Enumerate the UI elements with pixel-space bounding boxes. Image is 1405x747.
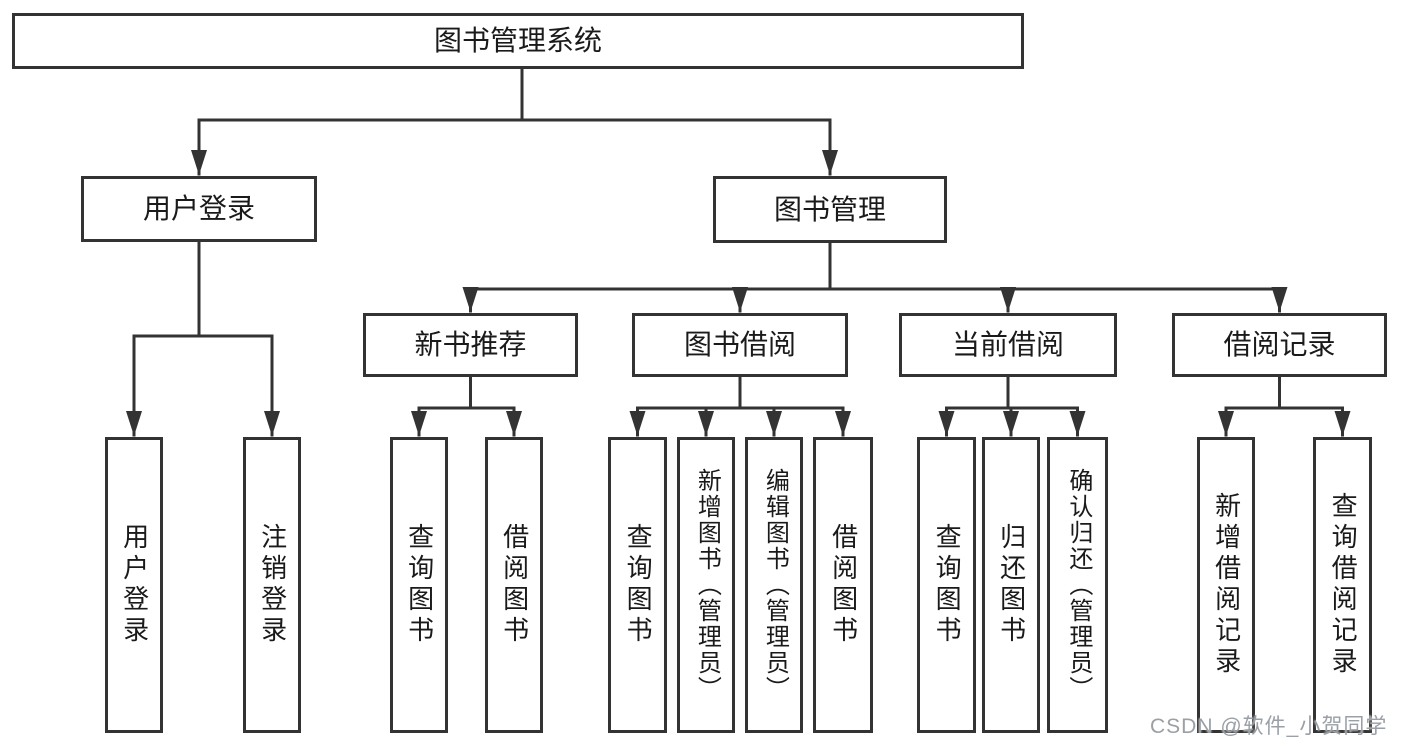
node-return-book: 归还图书 <box>982 437 1040 733</box>
arrowhead-icon <box>822 150 838 175</box>
node-current-borrow: 当前借阅 <box>899 313 1117 377</box>
node-label-query-borrow-record: 查询借阅记录 <box>1328 492 1359 678</box>
node-user-login-action: 用户登录 <box>105 437 163 733</box>
node-label-add-borrow-record: 新增借阅记录 <box>1211 492 1242 678</box>
arrowhead-icon <box>835 411 851 436</box>
node-borrow-book-action: 借阅图书 <box>813 437 873 733</box>
node-confirm-return-admin: 确认归还（管理员） <box>1047 437 1108 733</box>
node-new-book-recommend: 新书推荐 <box>363 313 578 377</box>
arrowhead-icon <box>732 287 748 312</box>
node-borrow-book-recommend: 借阅图书 <box>485 437 543 733</box>
node-system: 图书管理系统 <box>12 13 1024 69</box>
node-label-add-book-admin: 新增图书（管理员） <box>693 468 721 702</box>
node-label-book-management: 图书管理 <box>773 193 886 225</box>
node-label-query-book-recommend: 查询图书 <box>404 523 435 647</box>
node-label-borrow-book-recommend: 借阅图书 <box>499 523 530 647</box>
node-edit-book-admin: 编辑图书（管理员） <box>745 437 803 733</box>
arrowhead-icon <box>698 411 714 436</box>
arrowhead-icon <box>1003 411 1019 436</box>
node-query-book-borrow: 查询图书 <box>608 437 667 733</box>
arrowhead-icon <box>264 411 280 436</box>
connector-book-management <box>462 240 1288 313</box>
node-query-borrow-record: 查询借阅记录 <box>1313 437 1372 733</box>
arrowhead-icon <box>191 150 207 175</box>
node-logout-action: 注销登录 <box>243 437 301 733</box>
connector-book-borrow <box>629 374 851 437</box>
node-book-management: 图书管理 <box>713 176 947 243</box>
arrowhead-icon <box>411 411 427 436</box>
connector-user-login <box>126 239 280 437</box>
node-label-book-borrow: 图书借阅 <box>683 329 796 361</box>
node-label-return-book: 归还图书 <box>996 523 1027 647</box>
node-label-new-book-recommend: 新书推荐 <box>414 329 527 361</box>
arrowhead-icon <box>766 411 782 436</box>
connector-system <box>191 66 838 176</box>
arrowhead-icon <box>1334 411 1351 436</box>
connector-new-book-recommend <box>411 374 522 437</box>
node-label-borrow-records: 借阅记录 <box>1223 329 1336 361</box>
arrowhead-icon <box>506 411 522 436</box>
node-label-logout-action: 注销登录 <box>257 523 288 647</box>
arrowhead-icon <box>938 411 955 436</box>
arrowhead-icon <box>1218 411 1234 436</box>
node-label-system: 图书管理系统 <box>433 25 602 57</box>
node-label-current-borrow: 当前借阅 <box>951 329 1064 361</box>
node-book-borrow: 图书借阅 <box>632 313 848 377</box>
connector-current-borrow <box>938 374 1086 437</box>
node-borrow-records: 借阅记录 <box>1172 313 1387 377</box>
node-label-confirm-return-admin: 确认归还（管理员） <box>1064 468 1092 702</box>
arrowhead-icon <box>126 411 142 436</box>
node-label-edit-book-admin: 编辑图书（管理员） <box>761 468 789 702</box>
arrowhead-icon <box>1069 411 1086 436</box>
node-add-borrow-record: 新增借阅记录 <box>1197 437 1255 733</box>
node-query-book-recommend: 查询图书 <box>390 437 448 733</box>
node-label-user-login: 用户登录 <box>142 193 255 225</box>
arrowhead-icon <box>629 411 646 436</box>
node-add-book-admin: 新增图书（管理员） <box>677 437 735 733</box>
csdn-watermark: CSDN @软件_小贺同学 <box>1150 715 1388 738</box>
arrowhead-icon <box>462 287 479 312</box>
node-query-book-current: 查询图书 <box>917 437 976 733</box>
node-label-borrow-book-action: 借阅图书 <box>828 523 859 647</box>
arrowhead-icon <box>1000 287 1016 312</box>
node-label-query-book-current: 查询图书 <box>932 523 963 647</box>
node-label-user-login-action: 用户登录 <box>119 523 150 647</box>
node-label-query-book-borrow: 查询图书 <box>623 523 654 647</box>
connector-borrow-records <box>1218 374 1351 437</box>
node-user-login: 用户登录 <box>81 176 317 242</box>
arrowhead-icon <box>1271 287 1288 312</box>
